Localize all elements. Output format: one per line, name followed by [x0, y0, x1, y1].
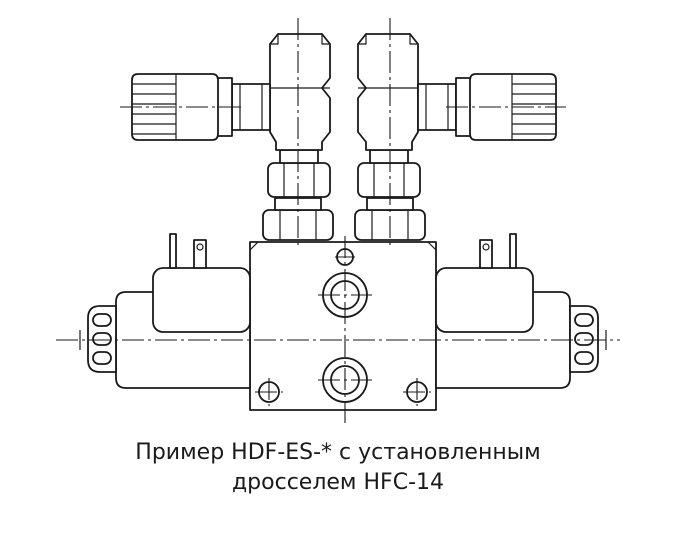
- left-solenoid: [79, 233, 251, 389]
- caption-line-2: дросселем HFC-14: [231, 470, 445, 495]
- left-throttle-valve: [131, 33, 334, 241]
- caption-line-1: Пример HDF-ES-* с установленным: [135, 440, 541, 465]
- right-solenoid: [435, 233, 607, 389]
- valve-assembly-drawing: [56, 18, 620, 424]
- right-throttle-valve: [354, 33, 557, 241]
- centerlines: [56, 18, 620, 424]
- valve-body: [249, 241, 437, 411]
- figure-caption: Пример HDF-ES-* с установленным дросселе…: [0, 438, 676, 498]
